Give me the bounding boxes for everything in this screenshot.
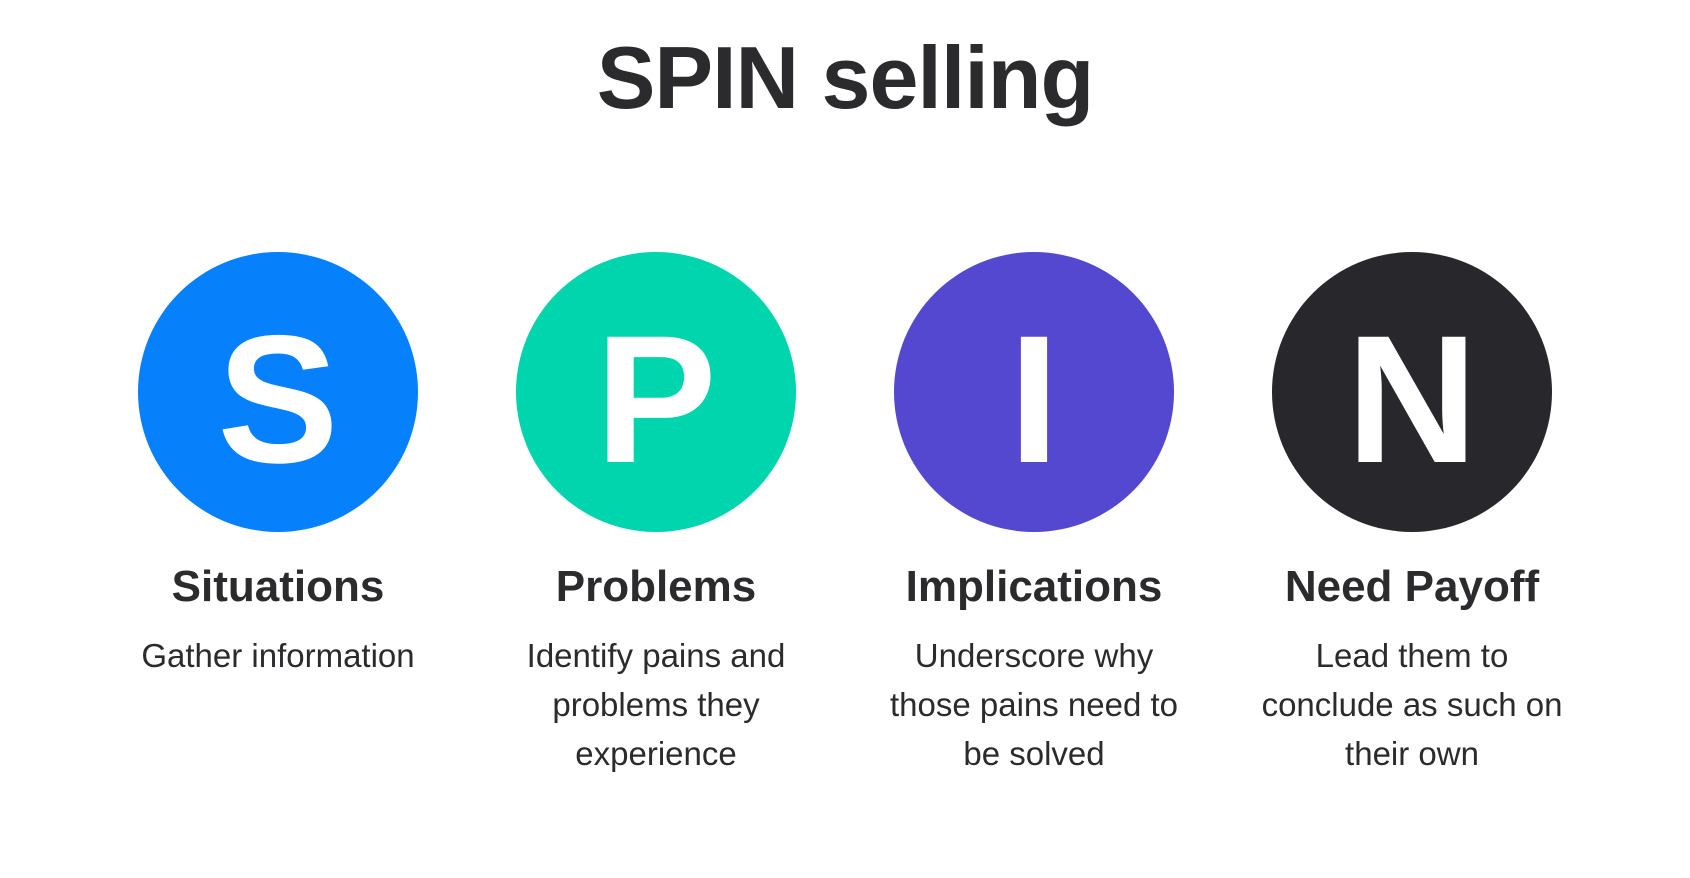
step-implications: I Implications Underscore why those pain… — [873, 251, 1195, 779]
implications-heading: Implications — [905, 561, 1163, 611]
need-payoff-description: Lead them to conclude as such on their o… — [1261, 637, 1563, 772]
implications-circle: I — [894, 251, 1174, 532]
problems-circle: P — [516, 251, 796, 532]
step-need-payoff: N Need Payoff Lead them to conclude as s… — [1251, 251, 1573, 779]
step-problems: P Problems Identify pains and problems t… — [495, 251, 817, 779]
need-payoff-circle: N — [1272, 251, 1552, 532]
implications-letter: I — [1008, 296, 1060, 501]
need-payoff-letter: N — [1346, 296, 1478, 501]
implications-description: Underscore why those pains need to be so… — [889, 637, 1179, 772]
problems-heading: Problems — [555, 561, 757, 611]
need-payoff-heading: Need Payoff — [1284, 561, 1540, 611]
situations-heading: Situations — [171, 561, 385, 611]
problems-letter: P — [595, 296, 717, 501]
situations-circle: S — [138, 251, 418, 532]
situations-letter: S — [217, 296, 339, 501]
situations-description: Gather information — [141, 637, 415, 675]
page-title: SPIN selling — [596, 28, 1095, 127]
steps-row: S Situations Gather information P Proble… — [117, 251, 1573, 779]
step-situations: S Situations Gather information — [117, 251, 439, 779]
problems-description: Identify pains and problems they experie… — [526, 637, 786, 772]
